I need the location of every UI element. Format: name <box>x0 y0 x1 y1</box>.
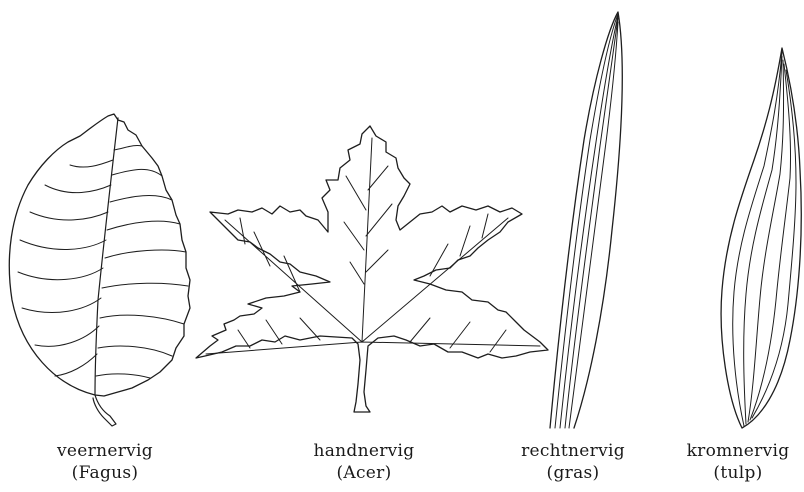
leaf-curved-veins <box>733 52 796 426</box>
caption-parallel: rechtnervig (gras) <box>493 440 653 484</box>
leaf-parallel-outline <box>550 12 622 428</box>
caption-parallel-example: (gras) <box>493 462 653 484</box>
leaf-pinnate-midrib <box>95 118 118 395</box>
leaf-curved-tulip <box>721 48 801 428</box>
caption-curved-example: (tulp) <box>674 462 802 484</box>
leaf-pinnate-petiole <box>93 395 116 426</box>
leaf-palmate-acer <box>196 126 548 412</box>
caption-palmate: handnervig (Acer) <box>284 440 444 484</box>
leaf-pinnate-veins-left <box>18 160 113 376</box>
caption-palmate-example: (Acer) <box>284 462 444 484</box>
leaf-palmate-outline <box>196 126 548 412</box>
leaf-pinnate-veins-right <box>96 145 188 378</box>
caption-pinnate-example: (Fagus) <box>25 462 185 484</box>
leaf-pinnate-outline <box>9 114 190 396</box>
caption-parallel-type: rechtnervig <box>493 440 653 462</box>
leaf-parallel-grass <box>550 12 622 428</box>
leaf-curved-outline <box>721 48 801 428</box>
leaf-pinnate-fagus <box>9 114 190 426</box>
caption-curved: kromnervig (tulp) <box>674 440 802 484</box>
leaf-parallel-veins <box>555 14 618 428</box>
caption-pinnate-type: veernervig <box>25 440 185 462</box>
caption-pinnate: veernervig (Fagus) <box>25 440 185 484</box>
caption-palmate-type: handnervig <box>284 440 444 462</box>
caption-curved-type: kromnervig <box>674 440 802 462</box>
